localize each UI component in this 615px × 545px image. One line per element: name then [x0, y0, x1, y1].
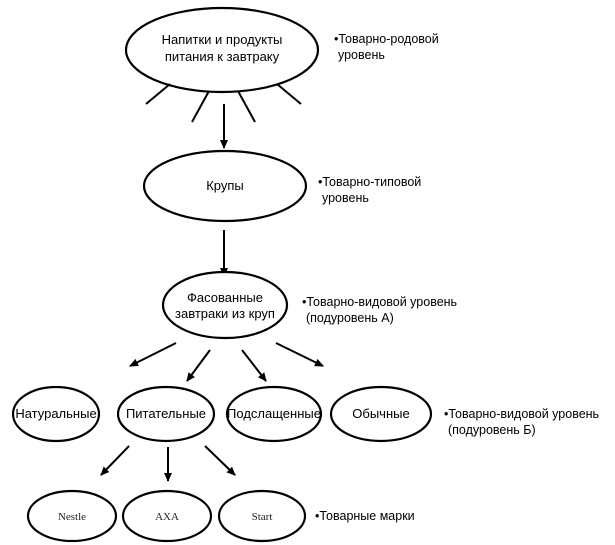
svg-text:уровень: уровень: [322, 191, 369, 205]
node-brand-axa: AXA: [121, 489, 213, 543]
svg-text:(подуровень Б): (подуровень Б): [448, 423, 536, 437]
root-rays: [145, 83, 302, 123]
arrow-to-nutritious: [186, 349, 211, 382]
svg-text:Обычные: Обычные: [352, 406, 409, 421]
node-kind-a: Фасованные завтраки из круп: [161, 270, 289, 340]
level-label-type: •Товарно-типовой уровень: [318, 175, 421, 205]
arrow-to-nestle: [100, 445, 130, 476]
svg-text:уровень: уровень: [338, 48, 385, 62]
svg-text:Натуральные: Натуральные: [15, 406, 96, 421]
node-root: Напитки и продукты питания к завтраку: [124, 6, 320, 94]
svg-text:•Товарно-видовой уровень: •Товарно-видовой уровень: [302, 295, 457, 309]
node-type-label: Крупы: [206, 178, 244, 193]
svg-text:Start: Start: [252, 511, 273, 523]
level-label-kind-a: •Товарно-видовой уровень (подуровень А): [302, 295, 457, 325]
ray: [145, 83, 171, 105]
level-label-kind-b: •Товарно-видовой уровень (подуровень Б): [444, 407, 599, 437]
ray: [191, 90, 210, 123]
node-kind-b-sweetened: Подслащенные: [225, 385, 323, 443]
arrow-to-regular: [275, 342, 324, 367]
level-label-brands: •Товарные марки: [315, 509, 415, 523]
node-root-line-1: Напитки и продукты: [162, 32, 283, 47]
node-brand-start: Start: [217, 489, 307, 543]
svg-text:Питательные: Питательные: [126, 406, 206, 421]
node-type: Крупы: [142, 149, 308, 223]
svg-text:AXA: AXA: [155, 511, 179, 523]
level-label-generic: •Товарно-родовой уровень: [334, 32, 439, 62]
svg-text:•Товарно-родовой: •Товарно-родовой: [334, 32, 439, 46]
svg-text:Подслащенные: Подслащенные: [227, 406, 321, 421]
node-root-line-2: питания к завтраку: [165, 49, 280, 64]
svg-text:•Товарно-типовой: •Товарно-типовой: [318, 175, 421, 189]
arrow-to-natural: [129, 342, 177, 367]
arrow-to-start: [204, 445, 236, 476]
arrow-to-sweetened: [241, 349, 267, 382]
node-kind-a-line-2: завтраки из круп: [175, 306, 275, 321]
node-kind-b-regular: Обычные: [329, 385, 433, 443]
node-kind-a-line-1: Фасованные: [187, 290, 263, 305]
svg-text:•Товарные марки: •Товарные марки: [315, 509, 415, 523]
ray: [276, 83, 302, 105]
svg-text:•Товарно-видовой уровень: •Товарно-видовой уровень: [444, 407, 599, 421]
ray: [237, 90, 256, 123]
node-kind-b-natural: Натуральные: [11, 385, 101, 443]
svg-text:(подуровень А): (подуровень А): [306, 311, 394, 325]
node-kind-b-nutritious: Питательные: [116, 385, 216, 443]
svg-text:Nestle: Nestle: [58, 511, 86, 523]
node-brand-nestle: Nestle: [26, 489, 118, 543]
